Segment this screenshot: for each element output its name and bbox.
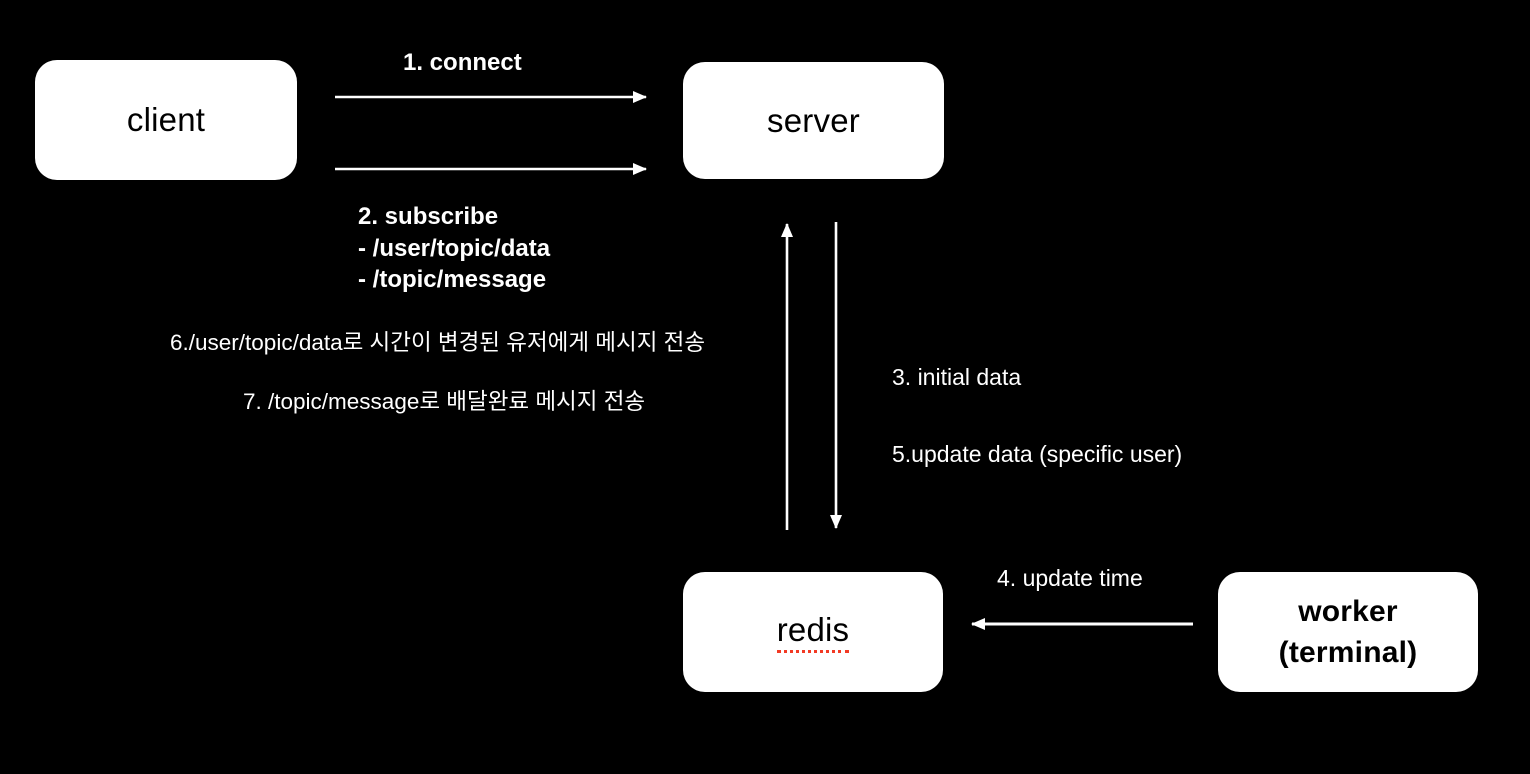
step2-subscribe-line1: 2. subscribe [358,203,499,230]
step7-topic-message-label: 7. /topic/message로 배달완료 메시지 전송 [243,389,646,414]
step2-subscribe-label: 2. subscribe - /user/topic/data - /topic… [358,201,550,296]
worker-node: worker (terminal) [1218,572,1478,692]
step2-subscribe-line2: - /user/topic/data [358,234,551,262]
worker-node-label-line1: worker [1298,594,1398,628]
server-node-label: server [767,101,860,139]
step4-update-time-label: 4. update time [997,565,1143,591]
client-node: client [35,60,297,180]
redis-node-label: redis [776,611,850,653]
step1-connect-label: 1. connect [403,49,522,76]
redis-node: redis [683,572,943,692]
step2-subscribe-line3: - /topic/message [358,266,547,293]
step5-update-data-label: 5.update data (specific user) [892,441,1183,467]
step3-initial-data-label: 3. initial data [892,364,1022,390]
worker-node-label-line2: (terminal) [1278,636,1418,669]
step6-user-topic-data-label: 6./user/topic/data로 시간이 변경된 유저에게 메시지 전송 [170,330,706,355]
server-node: server [683,62,944,179]
client-node-label: client [126,101,206,138]
